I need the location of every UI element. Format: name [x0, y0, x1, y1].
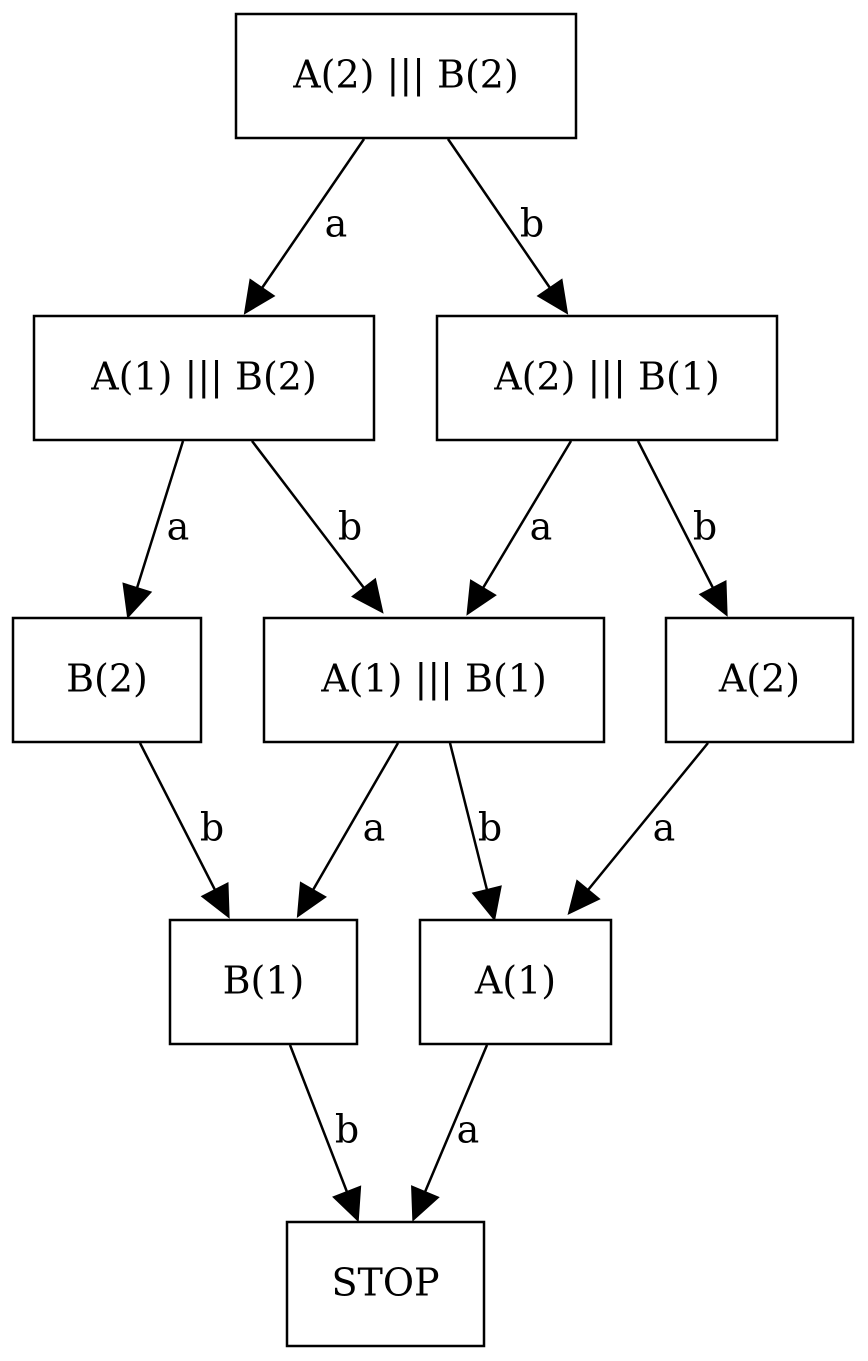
node-box	[234, 12, 578, 140]
edge-label: b	[200, 806, 224, 850]
arrowhead	[243, 278, 276, 315]
node-label: STOP	[331, 1261, 439, 1305]
arrowhead	[200, 881, 230, 919]
arrowhead	[332, 1185, 362, 1223]
edge-ab21-to-a2: b	[636, 440, 728, 617]
edge-line	[423, 1044, 489, 1193]
edge-ab11-to-b1: a	[296, 742, 400, 919]
arrowhead	[536, 278, 569, 315]
edge-ab12-to-b2: a	[122, 440, 190, 619]
edge-line	[311, 742, 400, 891]
arrowhead	[122, 582, 153, 619]
node-box	[664, 616, 855, 744]
state-node-b1: B(1)	[168, 918, 359, 1046]
arrowhead	[567, 879, 601, 916]
edge-label: a	[167, 505, 190, 549]
node-box	[418, 918, 613, 1046]
node-box	[285, 1220, 486, 1348]
node-box	[168, 918, 359, 1046]
edge-line	[587, 742, 709, 891]
edge-line	[251, 440, 365, 589]
state-node-ab11: A(1) ||| B(1)	[262, 616, 606, 744]
node-box	[262, 616, 606, 744]
edge-label: b	[693, 505, 717, 549]
node-label: A(1)	[474, 959, 556, 1003]
node-label: A(2)	[718, 657, 800, 701]
edge-ab22-to-ab21: b	[446, 138, 569, 315]
edge-line	[448, 742, 489, 891]
edge-label: a	[653, 806, 676, 850]
arrowhead	[351, 577, 384, 614]
edge-line	[288, 1044, 349, 1193]
node-label: A(1) ||| B(2)	[90, 355, 317, 399]
state-node-ab21: A(2) ||| B(1)	[435, 314, 779, 442]
arrowhead	[698, 579, 728, 617]
edges-layer: a b a b a b b a b a b a	[122, 138, 728, 1223]
edge-ab21-to-ab11: a	[466, 440, 573, 616]
node-box	[32, 314, 376, 442]
edge-line	[636, 440, 715, 589]
state-node-b2: B(2)	[11, 616, 203, 744]
edge-label: b	[338, 505, 362, 549]
state-node-ab22: A(2) ||| B(2)	[234, 12, 578, 140]
edge-label: b	[478, 806, 502, 850]
edge-label: a	[530, 505, 553, 549]
node-label: B(2)	[66, 657, 148, 701]
edge-a1-to-stop: a	[411, 1044, 489, 1222]
nodes-layer: A(2) ||| B(2) A(1) ||| B(2) A(2) ||| B(1) B…	[11, 12, 855, 1348]
node-label: B(1)	[223, 959, 305, 1003]
edge-ab11-to-a1: b	[448, 742, 502, 922]
state-node-a1: A(1)	[418, 918, 613, 1046]
edge-label: a	[325, 202, 348, 246]
edge-ab12-to-ab11: b	[251, 440, 384, 614]
node-label: A(2) ||| B(2)	[292, 53, 519, 97]
state-node-ab12: A(1) ||| B(2)	[32, 314, 376, 442]
edge-b2-to-b1: b	[138, 742, 230, 919]
edge-label: b	[520, 202, 544, 246]
node-label: A(1) ||| B(1)	[320, 657, 547, 701]
node-box	[11, 616, 203, 744]
edge-label: a	[363, 806, 386, 850]
edge-ab22-to-ab12: a	[243, 138, 366, 315]
arrowhead	[411, 1185, 440, 1222]
state-node-stop: STOP	[285, 1220, 486, 1348]
edge-a2-to-a1: a	[567, 742, 709, 916]
node-label: A(2) ||| B(1)	[493, 355, 720, 399]
node-box	[435, 314, 779, 442]
edge-line	[135, 440, 185, 589]
edge-line	[446, 138, 552, 289]
state-node-a2: A(2)	[664, 616, 855, 744]
edge-line	[260, 138, 366, 289]
arrowhead	[471, 885, 502, 922]
edge-b1-to-stop: b	[288, 1044, 362, 1223]
edge-label: a	[457, 1108, 480, 1152]
edge-line	[138, 742, 217, 891]
edge-label: b	[335, 1108, 359, 1152]
edge-line	[481, 440, 573, 589]
arrowhead	[296, 881, 327, 919]
arrowhead	[466, 579, 497, 616]
